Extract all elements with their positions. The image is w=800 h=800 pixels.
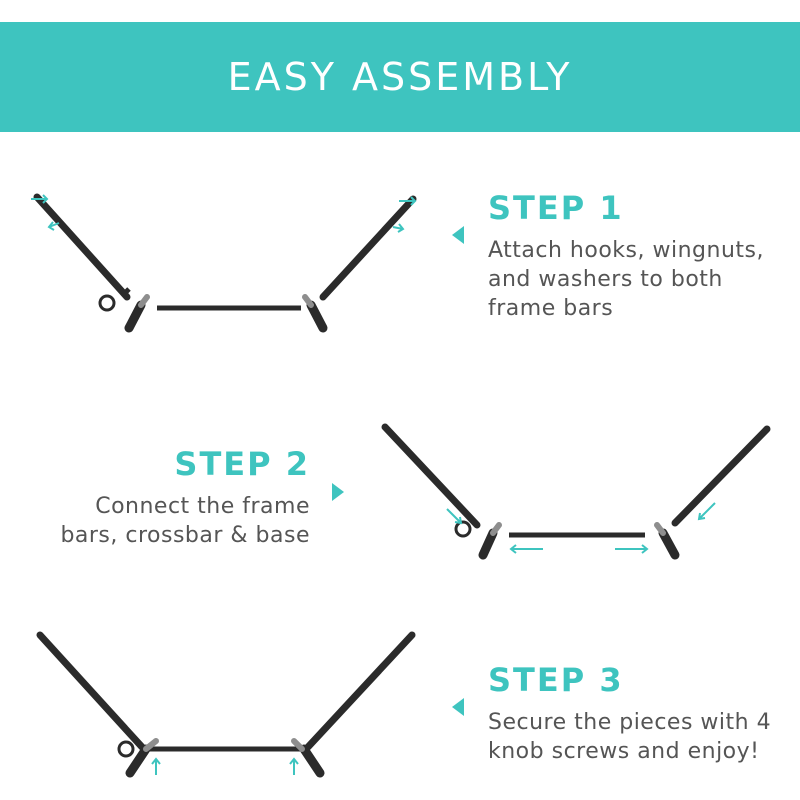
knob-screw bbox=[117, 740, 135, 758]
arrow-icon bbox=[697, 502, 716, 521]
triangle-left-icon bbox=[452, 698, 464, 716]
step-1-line: Attach hooks, wingnuts, bbox=[488, 238, 764, 263]
step-3-title: STEP 3 bbox=[488, 661, 624, 699]
step-1-title: STEP 1 bbox=[488, 189, 624, 227]
arrow-icon bbox=[399, 196, 417, 206]
triangle-right-icon bbox=[332, 483, 344, 501]
arrow-icon bbox=[615, 544, 649, 554]
left-frame-bar bbox=[33, 193, 131, 301]
step-1-description: Attach hooks, wingnuts, and washers to b… bbox=[488, 236, 764, 323]
header-banner: EASY ASSEMBLY bbox=[0, 22, 800, 132]
left-frame-bar bbox=[36, 631, 146, 751]
step-2-line: Connect the frame bbox=[95, 494, 310, 519]
right-frame-bar bbox=[671, 425, 771, 527]
arrow-icon bbox=[31, 194, 49, 204]
knob-screw bbox=[98, 294, 116, 312]
arrow-icon bbox=[446, 508, 463, 525]
step-3-description: Secure the pieces with 4 knob screws and… bbox=[488, 708, 771, 766]
step-3-illustration bbox=[36, 631, 416, 778]
step-2-line: bars, crossbar & base bbox=[60, 523, 310, 548]
step-1-block: STEP 1 Attach hooks, wingnuts, and washe… bbox=[488, 190, 764, 323]
knob-screw bbox=[454, 520, 472, 538]
right-base-foot bbox=[658, 528, 680, 560]
arrow-icon bbox=[47, 221, 60, 231]
right-frame-bar bbox=[319, 195, 417, 301]
step-2-description: Connect the frame bars, crossbar & base bbox=[60, 492, 310, 550]
step-1-illustration bbox=[31, 193, 417, 333]
step-3-line: Secure the pieces with 4 bbox=[488, 710, 772, 735]
left-base-foot bbox=[125, 744, 151, 778]
left-base-foot bbox=[478, 528, 498, 560]
step-2-title: STEP 2 bbox=[174, 445, 310, 483]
arrow-icon bbox=[289, 757, 299, 775]
left-base-foot bbox=[124, 300, 146, 333]
right-frame-bar bbox=[304, 631, 416, 751]
page-title: EASY ASSEMBLY bbox=[227, 55, 573, 99]
arrow-icon bbox=[392, 223, 405, 233]
step-2-illustration bbox=[381, 423, 771, 560]
arrow-icon bbox=[151, 757, 161, 775]
step-3-line: knob screws and enjoy! bbox=[488, 739, 760, 764]
triangle-left-icon bbox=[452, 226, 464, 244]
step-1-line: and washers to both bbox=[488, 267, 723, 292]
right-base-foot bbox=[299, 744, 325, 778]
arrow-icon bbox=[509, 544, 543, 554]
step-3-block: STEP 3 Secure the pieces with 4 knob scr… bbox=[488, 662, 771, 766]
step-2-block: STEP 2 Connect the frame bars, crossbar … bbox=[60, 446, 310, 550]
right-base-foot bbox=[306, 300, 328, 333]
step-1-line: frame bars bbox=[488, 296, 614, 321]
left-frame-bar bbox=[381, 423, 481, 529]
